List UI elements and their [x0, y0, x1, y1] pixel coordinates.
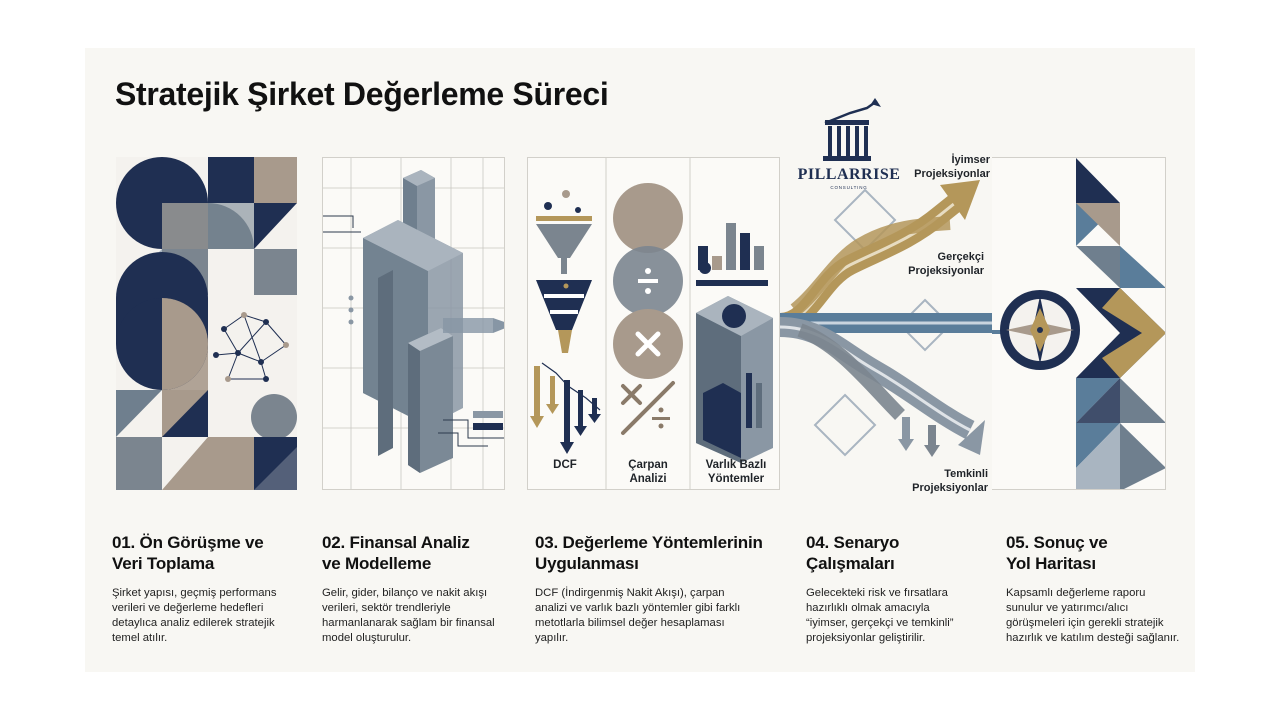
valuation-methods-illustration	[530, 158, 773, 489]
brand-name: PILLARRISE	[797, 166, 901, 183]
label-asset-based: Varlık Bazlı Yöntemler	[705, 459, 767, 485]
label-multiples: Çarpan Analizi	[628, 459, 668, 485]
label-dcf: DCF	[553, 459, 577, 471]
panel-data-collection	[116, 157, 297, 490]
scenario-arrows-illustration	[780, 180, 992, 457]
page-title: Stratejik Şirket Değerleme Süreci	[115, 76, 609, 112]
panel-financial-model	[322, 157, 505, 490]
label-optimistic: İyimser Projeksiyonlar	[914, 154, 990, 180]
roadmap-compass-illustration	[992, 158, 1165, 489]
pillarrise-logo-icon	[823, 98, 881, 161]
isometric-model-illustration	[323, 158, 504, 489]
panel-roadmap	[992, 157, 1166, 490]
label-conservative: Temkinli Projeksiyonlar	[912, 468, 988, 494]
label-realistic: Gerçekçi Projeksiyonlar	[908, 251, 984, 277]
brand-tagline: CONSULTING	[830, 185, 868, 190]
panel-valuation-methods	[527, 157, 780, 490]
geometric-collage-illustration	[116, 157, 297, 490]
